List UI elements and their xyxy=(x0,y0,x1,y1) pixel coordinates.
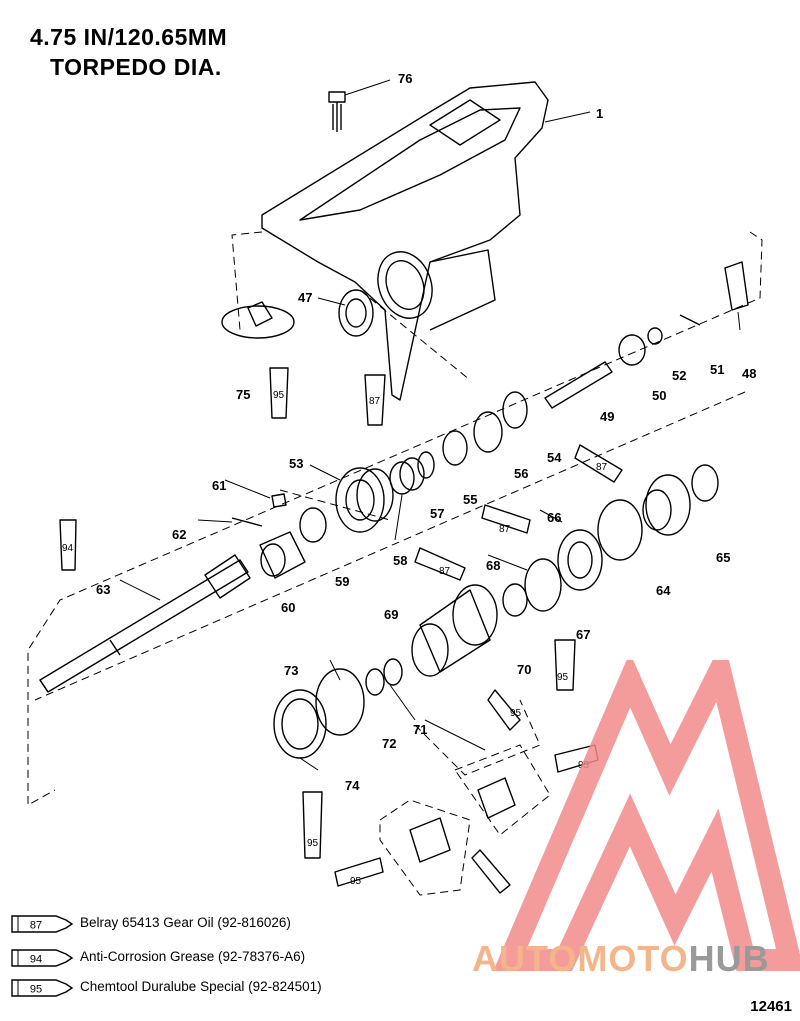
callout-number: 48 xyxy=(742,366,757,381)
callout-number: 87 xyxy=(439,566,451,577)
callout-number: 60 xyxy=(281,600,296,615)
callout-number: 75 xyxy=(236,387,251,402)
shift-shaft-49 xyxy=(544,361,613,409)
callout-number: 74 xyxy=(345,778,360,793)
callout-number: 71 xyxy=(413,722,428,737)
callout-number: 62 xyxy=(172,527,187,542)
seal-47 xyxy=(338,289,374,337)
legend-code: 94 xyxy=(30,954,42,966)
callout-number: 52 xyxy=(672,368,687,383)
callout-number: 87 xyxy=(596,462,608,473)
forward-gear-53 xyxy=(335,467,394,533)
legend-code: 95 xyxy=(30,984,42,996)
callout-number: 47 xyxy=(298,290,313,305)
automotohub-logo-icon xyxy=(493,660,800,971)
callout-number: 53 xyxy=(289,456,304,471)
callout-number: 95 xyxy=(557,672,569,683)
lube-tubes xyxy=(59,367,623,894)
callout-number: 76 xyxy=(398,71,413,86)
callout-number: 1 xyxy=(596,106,604,121)
figure-number: 12461 xyxy=(750,998,792,1015)
callout-number: 66 xyxy=(547,510,562,525)
legend-code: 87 xyxy=(30,920,42,932)
legend-item-87: 87 Belray 65413 Gear Oil (92-816026) xyxy=(10,912,430,936)
callout-number: 70 xyxy=(517,662,532,677)
callout-number: 55 xyxy=(463,492,478,507)
callout-number: 49 xyxy=(600,409,615,424)
callout-number: 87 xyxy=(369,396,381,407)
title-line-2: TORPEDO DIA. xyxy=(50,54,222,80)
callout-number: 58 xyxy=(393,553,408,568)
lube-tube-icon: 94 xyxy=(11,949,74,967)
legend-label: Chemtool Duralube Special (92-824501) xyxy=(80,979,322,994)
callout-number: 95 xyxy=(350,876,362,887)
callout-number: 64 xyxy=(656,583,671,598)
callout-number: 63 xyxy=(96,582,111,597)
callout-number: 95 xyxy=(307,838,319,849)
callout-number: 94 xyxy=(62,543,74,554)
anode-75 xyxy=(221,305,295,339)
callout-number: 69 xyxy=(384,607,399,622)
callout-number: 95 xyxy=(510,708,522,719)
callout-number: 67 xyxy=(576,627,591,642)
watermark-text: AUTOMOTOHUB xyxy=(472,938,770,980)
lube-tube-icon: 95 xyxy=(11,979,74,997)
watermark-text-part1: AUTOMOTO xyxy=(472,938,689,979)
legend-label: Belray 65413 Gear Oil (92-816026) xyxy=(80,915,291,930)
legend-label: Anti-Corrosion Grease (92-78376-A6) xyxy=(80,949,306,964)
callout-number: 95 xyxy=(273,390,285,401)
clutch-60 xyxy=(259,531,306,579)
title-line-1: 4.75 IN/120.65MM xyxy=(30,24,228,50)
callout-number: 68 xyxy=(486,558,501,573)
callout-number: 56 xyxy=(514,466,529,481)
bolt-76 xyxy=(328,91,346,132)
callout-number: 72 xyxy=(382,736,397,751)
callout-number: 54 xyxy=(547,450,562,465)
callout-number: 51 xyxy=(710,362,725,377)
callout-number: 59 xyxy=(335,574,350,589)
bearing-carrier-69 xyxy=(411,584,498,677)
callout-number: 61 xyxy=(212,478,227,493)
callout-number: 50 xyxy=(652,388,667,403)
callout-number: 57 xyxy=(430,506,445,521)
lube-tube-icon: 87 xyxy=(11,915,74,933)
callout-number: 87 xyxy=(499,524,511,535)
callout-number: 73 xyxy=(284,663,299,678)
callout-number: 65 xyxy=(716,550,731,565)
legend-item-95: 95 Chemtool Duralube Special (92-824501) xyxy=(10,976,430,1000)
watermark-text-part2: HUB xyxy=(688,938,770,979)
drive-shaft-63 xyxy=(39,554,251,693)
gear-housing xyxy=(261,81,549,401)
legend-item-94: 94 Anti-Corrosion Grease (92-78376-A6) xyxy=(10,946,430,970)
shift-crank-48 xyxy=(724,261,749,311)
